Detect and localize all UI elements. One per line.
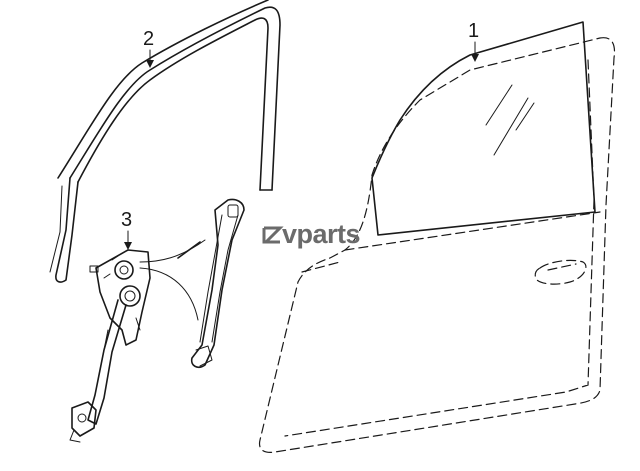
window-regulator xyxy=(69,198,245,443)
callout-2-label: 2 xyxy=(143,28,154,50)
callout-1-label: 1 xyxy=(468,20,479,42)
watermark-text: vparts xyxy=(282,219,360,249)
watermark-logo: vparts xyxy=(262,219,361,249)
watermark-mark-icon xyxy=(262,226,284,244)
callout-2: 2 xyxy=(143,28,154,68)
window-run-channel xyxy=(49,0,281,283)
callout-1: 1 xyxy=(468,20,479,62)
callout-3: 3 xyxy=(121,209,132,250)
door-glass xyxy=(371,21,596,236)
callout-3-label: 3 xyxy=(121,209,132,231)
door-shell-outline xyxy=(258,37,616,453)
